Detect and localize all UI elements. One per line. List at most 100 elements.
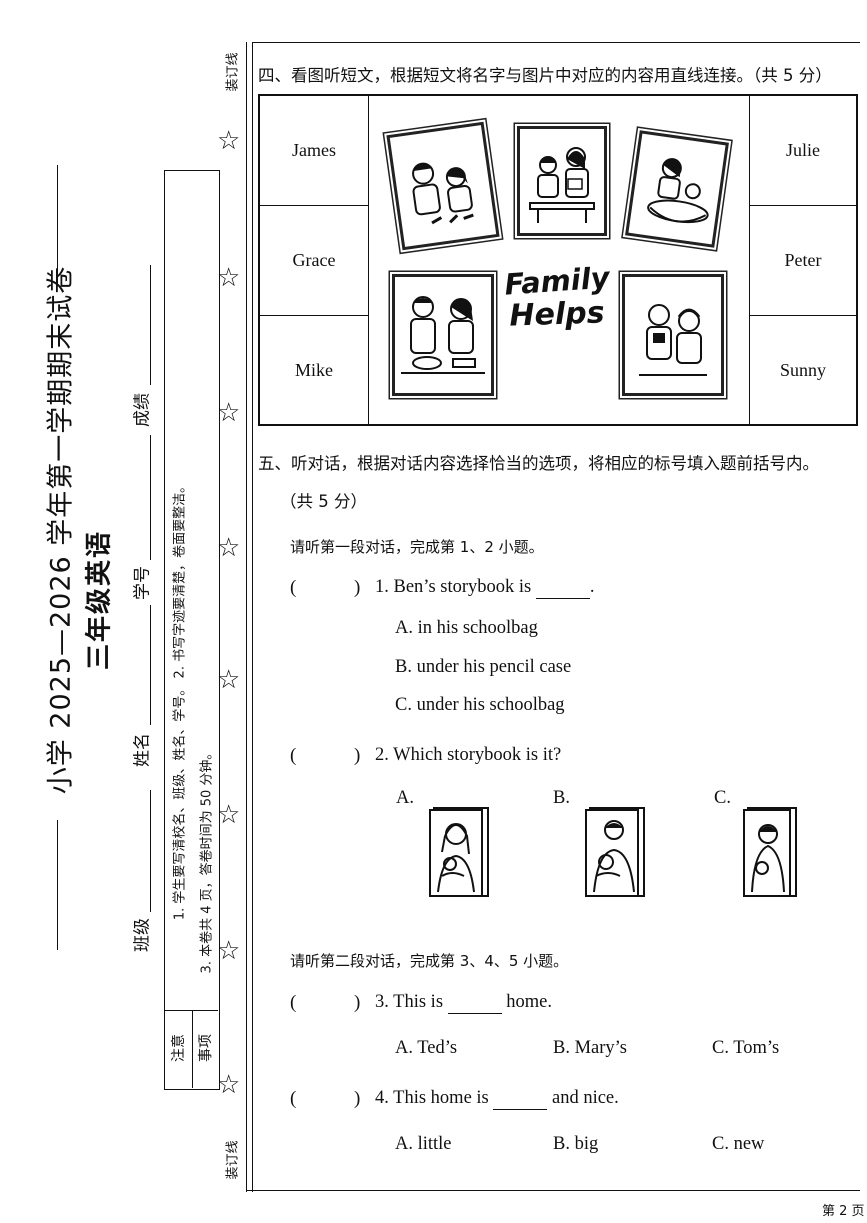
- storybook-mother-baby-icon[interactable]: [428, 806, 490, 898]
- section5-points: （共 5 分）: [280, 492, 367, 511]
- binding-line: [246, 42, 247, 1192]
- name-cell-mike[interactable]: Mike: [260, 316, 368, 425]
- q3-stem-text: 3. This is: [375, 992, 444, 1012]
- star-icon: ☆: [217, 800, 241, 830]
- exam-title: 小学 2025—2026 学年第一学期期末试卷: [45, 265, 77, 795]
- name-label: Julie: [786, 140, 820, 160]
- q1-stem: 1. Ben’s storybook is .: [375, 577, 594, 599]
- student-no-field-label: 学号: [132, 566, 153, 600]
- class-field-label: 班级: [132, 918, 153, 952]
- q4-end: and nice.: [552, 1088, 619, 1108]
- section4-heading: 四、看图听短文，根据短文将名字与图片中对应的内容用直线连接。（共 5 分）: [258, 66, 832, 85]
- q3-option-b: B. Mary’s: [553, 1038, 627, 1058]
- name-cell-james[interactable]: James: [260, 96, 368, 206]
- q2-option-b-label: B.: [553, 788, 570, 808]
- q1-answer-slot[interactable]: [300, 577, 352, 601]
- q1-option-c: C. under his schoolbag: [395, 695, 565, 715]
- name-cell-grace[interactable]: Grace: [260, 206, 368, 316]
- family-picture-icon: [639, 304, 707, 376]
- q3-blank[interactable]: [447, 992, 502, 1014]
- answer-bracket-open: (: [290, 992, 297, 1013]
- storybook-boy-icon[interactable]: [742, 806, 798, 898]
- answer-bracket-open: (: [290, 745, 297, 766]
- name-label: Grace: [292, 250, 336, 270]
- q3-option-c: C. Tom’s: [712, 1038, 780, 1058]
- dialogue2-intro: 请听第二段对话，完成第 3、4、5 小题。: [290, 952, 569, 970]
- binding-line-label-bottom: 装订线: [225, 1140, 241, 1180]
- q4-option-b: B. big: [553, 1134, 599, 1154]
- family-picture-icon: [529, 147, 595, 223]
- notice-heading-cell: [164, 1010, 218, 1089]
- answer-bracket-close: ): [354, 745, 361, 766]
- q4-answer-slot[interactable]: [300, 1088, 352, 1112]
- name-field-label: 姓名: [132, 733, 153, 767]
- section5-heading: 五、听对话，根据对话内容选择恰当的选项，将相应的标号填入题前括号内。: [258, 454, 819, 473]
- q1-option-b: B. under his pencil case: [395, 657, 572, 677]
- name-label: Peter: [784, 250, 822, 270]
- title-rule-top: [57, 165, 58, 285]
- title-rule: [57, 820, 58, 950]
- content-top-rule: [252, 42, 860, 43]
- notice-heading-1: 注意: [171, 1034, 187, 1062]
- notice-heading-2: 事项: [198, 1034, 214, 1062]
- q1-stem-text: 1. Ben’s storybook is: [375, 577, 532, 597]
- picture-girl-bathing-baby[interactable]: [625, 130, 729, 248]
- left-names-column: James Grace Mike: [260, 96, 369, 424]
- name-label: Sunny: [779, 360, 826, 380]
- matching-table: James Grace Mike Julie Peter Sunny: [258, 94, 858, 426]
- binding-line-label-top: 装订线: [225, 52, 241, 92]
- q4-stem: 4. This home is and nice.: [375, 1088, 619, 1110]
- notice-line-2: 3. 本卷共 4 页，答卷时间为 50 分钟。: [199, 746, 215, 974]
- picture-parents-cooking[interactable]: [392, 274, 494, 396]
- star-icon: ☆: [217, 398, 241, 428]
- answer-bracket-open: (: [290, 577, 297, 598]
- name-cell-sunny[interactable]: Sunny: [750, 316, 856, 425]
- family-helps-logo: Family Helps: [502, 260, 612, 333]
- right-names-column: Julie Peter Sunny: [749, 96, 856, 424]
- picture-grandparents[interactable]: [622, 274, 724, 396]
- q4-option-c: C. new: [712, 1134, 765, 1154]
- star-icon: ☆: [217, 665, 241, 695]
- score-field-line[interactable]: [150, 265, 151, 385]
- q4-blank[interactable]: [493, 1088, 548, 1110]
- class-field-line[interactable]: [150, 790, 151, 912]
- q4-stem-text: 4. This home is: [375, 1088, 489, 1108]
- exam-content-area: [252, 42, 861, 1192]
- name-field-line[interactable]: [150, 605, 151, 725]
- family-picture-icon: [647, 158, 709, 224]
- score-field-label: 成绩: [132, 393, 153, 427]
- family-picture-icon: [412, 162, 474, 225]
- name-cell-peter[interactable]: Peter: [750, 206, 856, 316]
- answer-bracket-close: ): [354, 577, 361, 598]
- q1-end: .: [589, 577, 595, 597]
- star-icon: ☆: [217, 533, 241, 563]
- picture-mother-daughter-reading[interactable]: [517, 126, 607, 236]
- q3-end: home.: [506, 992, 553, 1012]
- family-picture-icon: [401, 296, 485, 374]
- student-no-field-line[interactable]: [150, 435, 151, 560]
- q1-blank[interactable]: [535, 577, 590, 599]
- q4-option-a: A. little: [395, 1134, 452, 1154]
- notice-box: [164, 170, 220, 1090]
- q3-answer-slot[interactable]: [300, 992, 352, 1016]
- q2-stem: 2. Which storybook is it?: [375, 745, 562, 765]
- q2-answer-slot[interactable]: [300, 745, 352, 769]
- name-cell-julie[interactable]: Julie: [750, 96, 856, 206]
- star-icon: ☆: [217, 936, 241, 966]
- storybook-father-baby-icon[interactable]: [584, 806, 646, 898]
- star-icon: ☆: [217, 1070, 241, 1100]
- answer-bracket-open: (: [290, 1088, 297, 1109]
- picture-father-daughter-cleaning[interactable]: [386, 121, 500, 251]
- q2-option-a-label: A.: [396, 788, 414, 808]
- page-number: 第 2 页: [822, 1204, 865, 1219]
- content-bottom-rule: [246, 1190, 860, 1191]
- q2-option-c-label: C.: [714, 788, 731, 808]
- q3-option-a: A. Ted’s: [395, 1038, 458, 1058]
- name-label: Mike: [295, 360, 333, 380]
- notice-line-1: 1. 学生要写清校名、班级、姓名、学号。 2. 书写字迹要清楚，卷面要整洁。: [172, 479, 188, 921]
- q3-stem: 3. This is home.: [375, 992, 552, 1014]
- notice-divider: [192, 1010, 193, 1088]
- star-icon: ☆: [217, 126, 241, 156]
- name-label: James: [292, 140, 336, 160]
- star-icon: ☆: [217, 263, 241, 293]
